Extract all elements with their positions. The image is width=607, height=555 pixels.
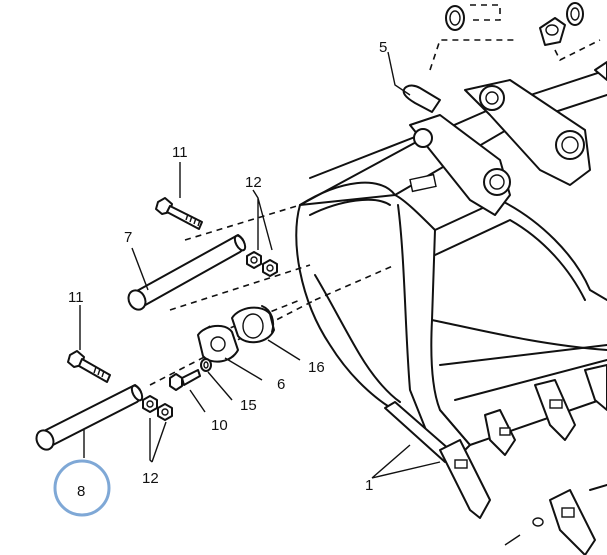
tooth-1: [439, 439, 491, 519]
callout-12-bottom: 12: [142, 470, 159, 487]
hub-6: [197, 324, 239, 363]
bolt-11-bottom: [67, 350, 111, 383]
top-right-parts: [429, 2, 607, 81]
linkage-ears: [402, 79, 591, 216]
callout-12-top: 12: [245, 174, 262, 191]
callout-11-top: 11: [172, 144, 188, 161]
bolt-11-top: [155, 197, 203, 230]
tooth-4: [584, 364, 607, 411]
bushing-16: [231, 305, 275, 344]
callout-16: 16: [308, 359, 325, 376]
tooth-2: [484, 409, 516, 456]
callout-5: 5: [379, 39, 387, 56]
callout-8: 8: [77, 483, 85, 500]
leader-lines: [79, 51, 521, 546]
callout-1: 1: [365, 477, 373, 494]
callout-labels: 11 12 7 5 11 16 6 15 10 12 1 8: [68, 39, 387, 500]
pin-7: [127, 234, 247, 311]
callout-11-bottom: 11: [68, 289, 84, 306]
side-cutter: [532, 484, 607, 555]
callout-7: 7: [124, 229, 132, 246]
highlight-circle: [53, 459, 111, 517]
bucket-assembly: [295, 69, 607, 463]
callout-10: 10: [211, 417, 228, 434]
washer-15: [200, 358, 212, 372]
callout-15: 15: [240, 397, 257, 414]
nuts-12-top: [246, 251, 278, 277]
pin-8: [35, 384, 144, 451]
callout-6: 6: [277, 376, 285, 393]
bolt-10: [169, 369, 201, 391]
bucket-teeth: [439, 364, 607, 555]
nuts-12-bottom: [142, 395, 173, 421]
tooth-3: [534, 379, 576, 441]
